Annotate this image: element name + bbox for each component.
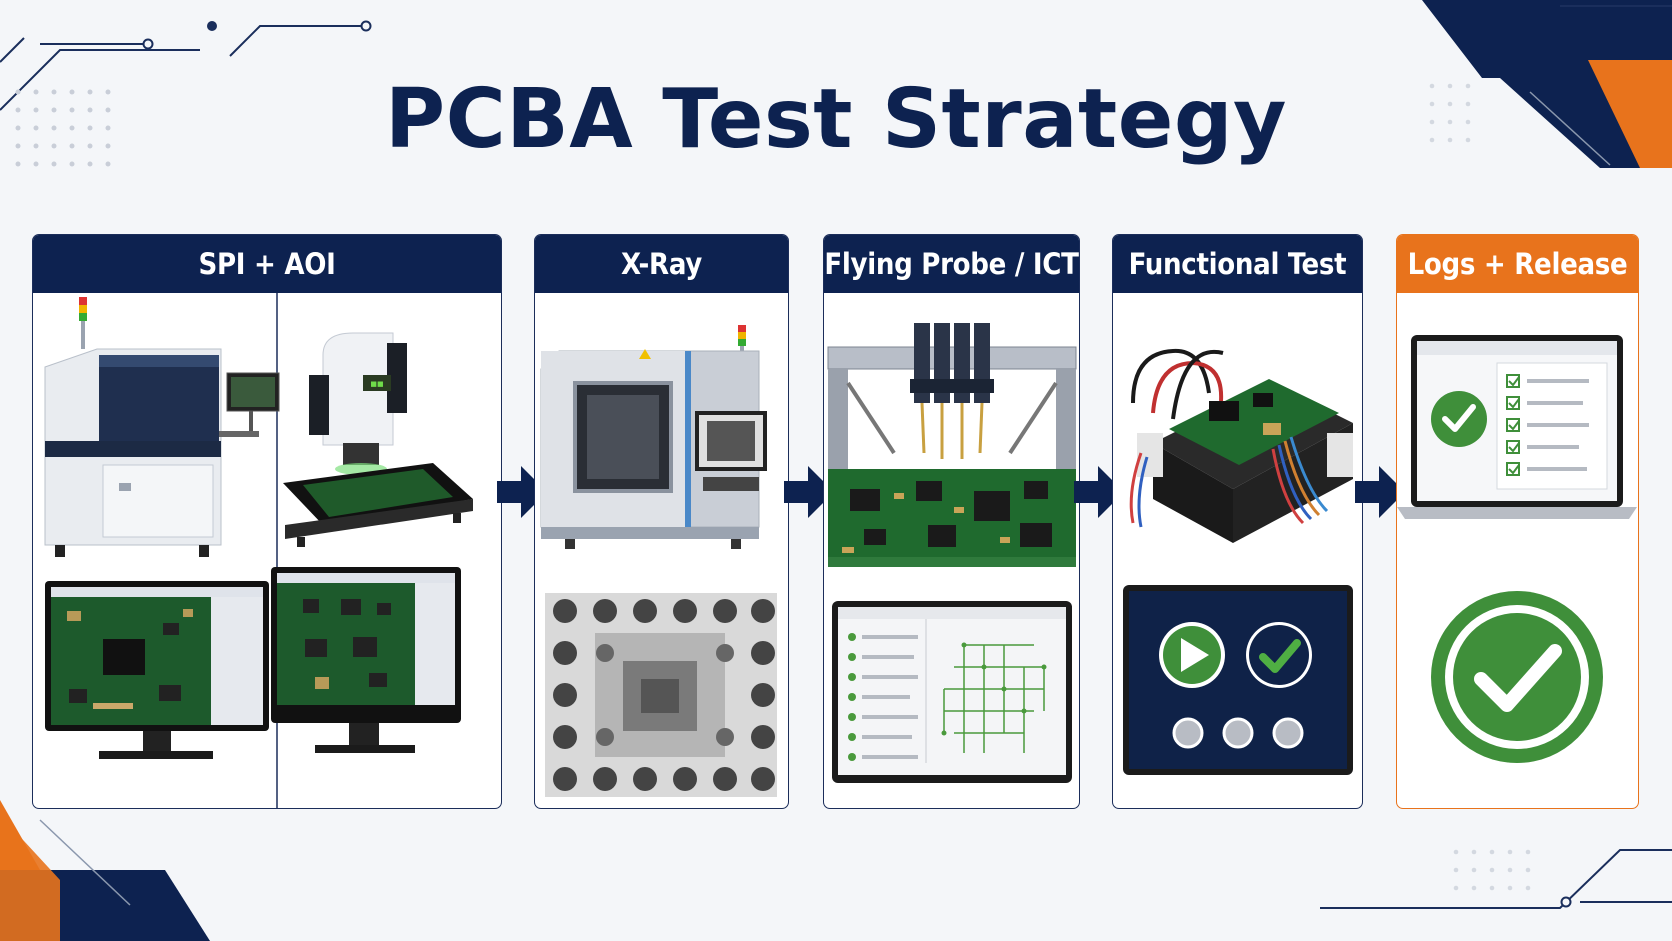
- svg-text:■■: ■■: [370, 380, 383, 388]
- release-check-icon: [1431, 591, 1603, 763]
- check-icon: [1246, 622, 1312, 688]
- xray-machine-icon: [540, 325, 767, 549]
- flow-arrow: [784, 464, 836, 524]
- stage-logs-release: Logs + Release: [1396, 234, 1639, 809]
- stage-body: [1113, 293, 1362, 808]
- stage-x-ray: X-Ray: [534, 234, 789, 809]
- spi-machine-icon: [44, 297, 280, 557]
- test-fixture-icon: [1129, 348, 1353, 543]
- stage-header: X-Ray: [535, 235, 788, 293]
- aoi-machine-icon: ■■: [283, 332, 473, 547]
- circuit-trace-bottom-right: [1320, 849, 1672, 909]
- pcb-monitor-icon: [271, 567, 461, 753]
- stage-body: [824, 293, 1079, 808]
- stage-header: Logs + Release: [1397, 235, 1638, 293]
- laptop-checklist-icon: [1397, 335, 1637, 519]
- stage-header: Flying Probe / ICT: [824, 235, 1079, 293]
- stage-body: ■■: [33, 293, 501, 808]
- page-title: PCBA Test Strategy: [385, 72, 1287, 167]
- stage-functional-test: Functional Test: [1112, 234, 1363, 809]
- stage-body: [535, 293, 788, 808]
- flow-arrow: [497, 464, 549, 524]
- stage-body: [1397, 293, 1638, 808]
- pcb-monitor-icon: [45, 581, 269, 759]
- stage-header: Functional Test: [1113, 235, 1362, 293]
- test-panel-icon: [1123, 585, 1353, 775]
- flow-arrow: [1074, 464, 1126, 524]
- xray-image-icon: [545, 593, 777, 797]
- stage-spi-aoi: SPI + AOI: [32, 234, 502, 809]
- stage-flying-probe-ict: Flying Probe / ICT: [823, 234, 1080, 809]
- dot-grid-bottom-right: [1453, 849, 1531, 891]
- flow-arrow: [1355, 464, 1407, 524]
- stage-header: SPI + AOI: [33, 235, 501, 293]
- play-icon: [1159, 622, 1225, 688]
- flying-probe-icon: [827, 323, 1077, 567]
- corner-shape-bottom-left: [0, 800, 210, 941]
- test-results-icon: [832, 601, 1072, 783]
